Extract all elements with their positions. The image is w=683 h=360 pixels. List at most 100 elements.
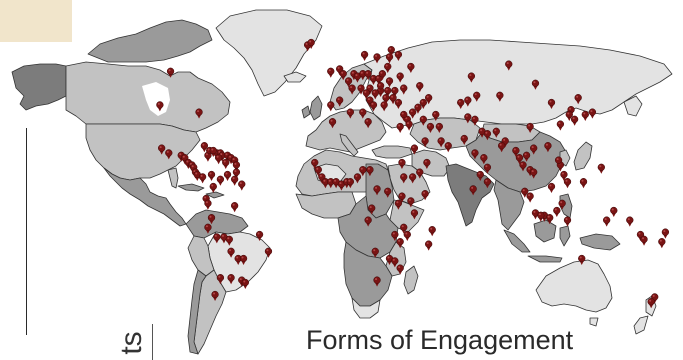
map-pin-icon — [400, 84, 408, 95]
map-pin-icon — [640, 235, 648, 246]
map-pin-icon — [241, 278, 249, 289]
map-pin-icon — [467, 72, 476, 83]
map-pin-icon — [209, 182, 217, 193]
map-pin-icon — [378, 70, 387, 81]
map-pin-icon — [222, 158, 230, 169]
map-pin-icon — [227, 247, 235, 258]
map-pin-icon — [421, 137, 429, 148]
country-india — [445, 163, 495, 227]
country-new-guinea — [579, 233, 621, 251]
map-pin-icon — [360, 50, 369, 61]
map-pin-icon — [661, 228, 670, 239]
map-pin-icon — [396, 72, 404, 83]
country-mexico — [103, 167, 187, 227]
map-pin-icon — [394, 50, 403, 61]
map-pin-icon — [423, 158, 431, 169]
map-pin-icon — [359, 108, 367, 119]
map-pin-icon — [327, 101, 335, 112]
map-pin-icon — [547, 98, 556, 109]
map-pin-icon — [526, 122, 534, 133]
map-pin-icon — [216, 175, 225, 186]
map-pin-icon — [223, 170, 232, 181]
map-pin-icon — [565, 110, 573, 121]
map-pin-icon — [346, 108, 354, 119]
map-pin-icon — [346, 178, 354, 189]
map-pin-icon — [211, 290, 219, 301]
map-pin-icon — [496, 91, 504, 102]
map-pin-icon — [512, 146, 520, 157]
map-pin-icon — [400, 223, 408, 234]
map-pin-icon — [471, 115, 479, 126]
map-pin-icon — [603, 216, 611, 227]
map-pin-icon — [364, 216, 372, 227]
country-florida — [167, 167, 179, 189]
map-pin-icon — [419, 115, 427, 126]
country-russia-east — [623, 95, 643, 117]
map-pin-icon — [230, 202, 239, 213]
country-borneo — [533, 219, 557, 243]
map-pin-icon — [492, 127, 500, 138]
country-turkey — [371, 145, 413, 159]
map-pin-icon — [214, 154, 223, 165]
map-pin-icon — [396, 122, 404, 133]
map-pin-icon — [469, 185, 477, 196]
map-pin-icon — [385, 254, 394, 265]
map-pin-icon — [371, 247, 379, 258]
map-pin-icon — [483, 130, 492, 141]
map-pin-icon — [419, 98, 427, 109]
map-pin-icon — [426, 122, 435, 133]
map-pin-icon — [264, 247, 273, 258]
map-pin-icon — [400, 173, 408, 184]
map-pin-icon — [328, 118, 337, 129]
map-pin-icon — [473, 91, 481, 102]
map-pin-icon — [531, 209, 540, 220]
map-pin-icon — [558, 199, 566, 210]
map-pin-icon — [483, 163, 492, 174]
hudson-bay — [142, 82, 170, 116]
rotated-label: ts — [115, 331, 148, 355]
map-pin-icon — [437, 137, 445, 148]
map-pin-icon — [368, 204, 376, 215]
map-pin-icon — [373, 276, 381, 287]
map-pin-icon — [336, 96, 344, 107]
map-pin-icon — [410, 209, 419, 220]
map-pin-icon — [581, 110, 589, 121]
map-pin-icon — [156, 101, 164, 112]
map-pin-icon — [515, 154, 524, 165]
country-tasmania — [589, 317, 599, 327]
map-pin-icon — [480, 154, 488, 165]
country-chile — [187, 269, 207, 355]
country-arctic-islands — [87, 19, 213, 63]
map-pin-icon — [563, 216, 572, 227]
map-pin-icon — [471, 149, 479, 160]
map-pin-icon — [398, 158, 406, 169]
map-pin-icon — [391, 230, 399, 241]
map-pin-icon — [432, 110, 440, 121]
land-layer — [11, 9, 673, 355]
map-pin-icon — [421, 190, 429, 201]
map-pin-icon — [364, 118, 372, 129]
map-pin-icon — [357, 84, 365, 95]
map-pin-icon — [195, 108, 203, 119]
map-pin-icon — [158, 144, 166, 155]
map-pin-icon — [610, 206, 618, 217]
map-pin-icon — [398, 192, 406, 203]
map-pin-icon — [578, 254, 586, 265]
map-pin-icon — [373, 185, 381, 196]
map-pin-icon — [321, 178, 330, 189]
map-pin-icon — [389, 94, 397, 105]
map-pin-icon — [359, 70, 367, 81]
map-pin-icon — [530, 168, 538, 179]
map-pin-icon — [531, 79, 540, 90]
map-pin-icon — [530, 144, 538, 155]
map-pin-icon — [348, 84, 356, 95]
map-pin-icon — [220, 233, 228, 244]
map-pin-icon — [339, 70, 347, 81]
map-pin-icon — [366, 166, 374, 177]
map-pin-icon — [373, 53, 381, 64]
map-pin-icon — [396, 264, 404, 275]
country-java — [527, 255, 563, 263]
map-pin-icon — [464, 96, 472, 107]
